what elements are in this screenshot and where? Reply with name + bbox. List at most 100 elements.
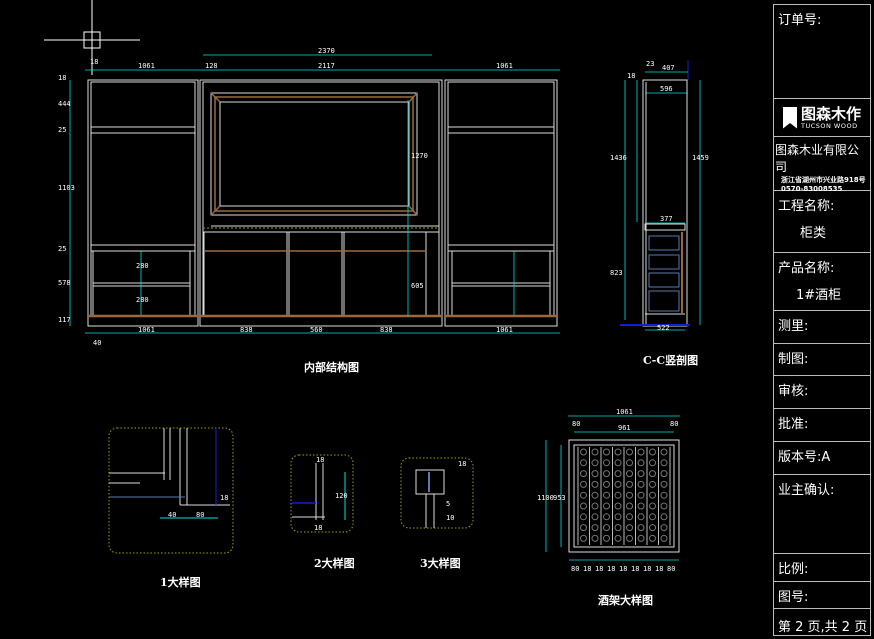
dim-section-bottom: 522 [657,324,670,332]
dim-v4: 1103 [58,184,75,192]
bottle-slot [580,480,587,488]
cc-section-title: C-C竖剖图 [643,353,698,367]
bottle-slot [660,491,668,499]
dim-d1-a: 40 [168,511,176,519]
dim-v5: 25 [58,245,66,253]
logo-text-en: TUCSON WOOD [800,121,858,130]
bottle-slot [580,470,587,478]
dim-side-trim: 128 [205,62,218,70]
dim-v7: 117 [58,316,71,324]
page-indicator: 第 2 页,共 2 页 [778,620,868,635]
company-phone: 0570-83008535 [781,185,843,193]
bottle-slot [637,491,645,499]
page-cell: 第 2 页,共 2 页 [774,609,870,636]
drawing-no-label: 图号: [778,590,809,605]
dim-d3-c: 10 [446,514,454,522]
bottle-slot [591,534,599,542]
main-elevation-title: 内部结构图 [304,360,359,374]
bottle-slot [591,491,599,499]
bottle-slot [591,459,599,467]
bottle-slot [626,480,633,488]
scale-label: 比例: [778,562,809,577]
bottle-slot [649,470,656,478]
detail-3: 18 5 10 3大样图 [400,457,474,570]
dim-section-mid: 377 [660,215,673,223]
bottle-slot [649,480,656,488]
detail-3-title: 3大样图 [420,556,461,570]
bottle-slot [660,480,668,488]
bottle-slot [591,502,599,510]
bottle-slot [591,470,599,478]
dim-b3: 560 [310,326,323,334]
company-name: 图森木业有限公司 [775,143,860,174]
dim-b4: 838 [380,326,393,334]
scale-cell: 比例: [774,554,870,582]
bottle-slot [580,502,587,510]
bottle-slot [614,448,622,456]
dim-v2: 444 [58,100,71,108]
dim-b5: 1061 [496,326,513,334]
dim-d2-b: 120 [335,492,348,500]
bottle-slot [603,459,610,467]
measure-cell: 测里: [774,311,870,344]
owner-confirm-label: 业主确认: [778,483,835,498]
bottle-slot [614,534,622,542]
dim-lower-height: 605 [411,282,424,290]
bottle-slot [626,534,633,542]
product-value: 1#酒柜 [796,288,842,303]
bottle-slot [580,459,587,467]
dim-d1-b: 80 [196,511,204,519]
bottle-slot [591,513,599,521]
cc-section: 407 596 377 522 1436 1459 823 18 23 C-C竖… [610,60,709,367]
drawing-cell: 制图: [774,344,870,376]
dim-rack-height: 1100 [537,494,554,502]
bottle-slot [603,524,610,532]
dim-d1-c: 18 [220,494,228,502]
dim-rack-col: 80 [667,565,675,573]
measure-label: 测里: [778,319,809,334]
dim-frame-height: 1270 [411,152,428,160]
dim-rack-inner-height: 953 [553,494,566,502]
dim-center-width: 2117 [318,62,335,70]
dim-section-inner: 596 [660,85,673,93]
bottle-slot [660,470,668,478]
bottle-slot [614,513,622,521]
bottle-slot [603,470,610,478]
dim-d3-b: 5 [446,500,450,508]
dim-rack-col: 18 [583,565,591,573]
detail-1: 40 80 18 1大样图 [108,427,234,589]
project-cell: 工程名称: 柜类 [774,191,870,253]
dim-rack-s2: 80 [670,420,678,428]
dim-rack-col: 18 [655,565,663,573]
bottle-slot [637,448,645,456]
dim-v6: 578 [58,279,71,287]
owner-confirm-cell: 业主确认: [774,475,870,554]
dim-left-width: 1061 [138,62,155,70]
drawing-no-cell: 图号: [774,582,870,609]
dim-v1: 18 [58,74,66,82]
dim-section-h3: 823 [610,269,623,277]
bottle-slot [649,534,656,542]
bottle-slot [603,480,610,488]
logo-mark-icon [782,106,797,129]
dim-rack-inner: 961 [618,424,631,432]
bottle-slot [649,502,656,510]
bottle-slot [614,502,622,510]
company-cell: 图森木业有限公司 浙江省湖州市兴业路918号 0570-83008535 [774,137,870,193]
bottle-slot [626,459,633,467]
bottle-slot [614,480,622,488]
dim-drawer2: 280 [136,296,149,304]
bottle-slot [649,448,656,456]
dim-drawer1: 280 [136,262,149,270]
logo-text-cn: 图森木作 [800,104,861,123]
review-label: 审核: [778,384,809,399]
bottle-slot [614,524,622,532]
bottle-slot [626,524,633,532]
bottle-slot [637,513,645,521]
bottle-slot [603,491,610,499]
bottle-slot [637,502,645,510]
dim-section-top: 407 [662,64,675,72]
dim-rack-col: 18 [619,565,627,573]
bottle-slot [591,524,599,532]
